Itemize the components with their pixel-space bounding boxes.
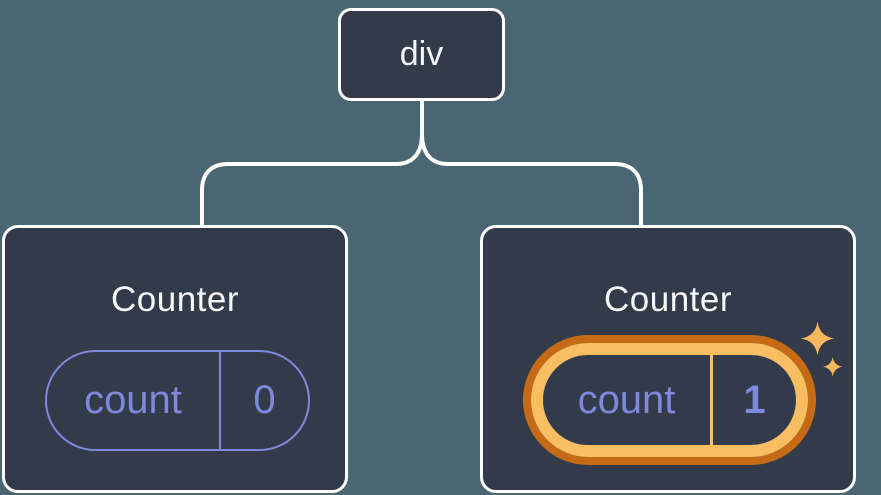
tree-node-div: div xyxy=(338,8,505,101)
node-label: div xyxy=(399,35,444,73)
state-value: 1 xyxy=(743,377,766,422)
connector-branch-left xyxy=(200,100,424,228)
state-pill-highlighted: count 1 xyxy=(523,335,816,465)
state-key: count xyxy=(84,378,182,422)
state-key: count xyxy=(577,377,676,422)
sparkles-decoration xyxy=(800,321,843,377)
pill-divider xyxy=(219,352,221,449)
pill-divider xyxy=(710,355,713,445)
component-title: Counter xyxy=(110,280,240,319)
state-pill: count 0 xyxy=(45,350,310,451)
connector-branch-right xyxy=(420,100,643,228)
component-title: Counter xyxy=(603,280,733,319)
sparkle-icon xyxy=(822,356,843,377)
sparkle-icon xyxy=(800,321,835,356)
tree-node-counter-right: Counter count 1 xyxy=(480,225,856,493)
state-value: 0 xyxy=(253,378,276,422)
state-pill-highlighted-inner: count 1 xyxy=(531,343,808,457)
tree-node-counter-left: Counter count 0 xyxy=(2,225,348,493)
